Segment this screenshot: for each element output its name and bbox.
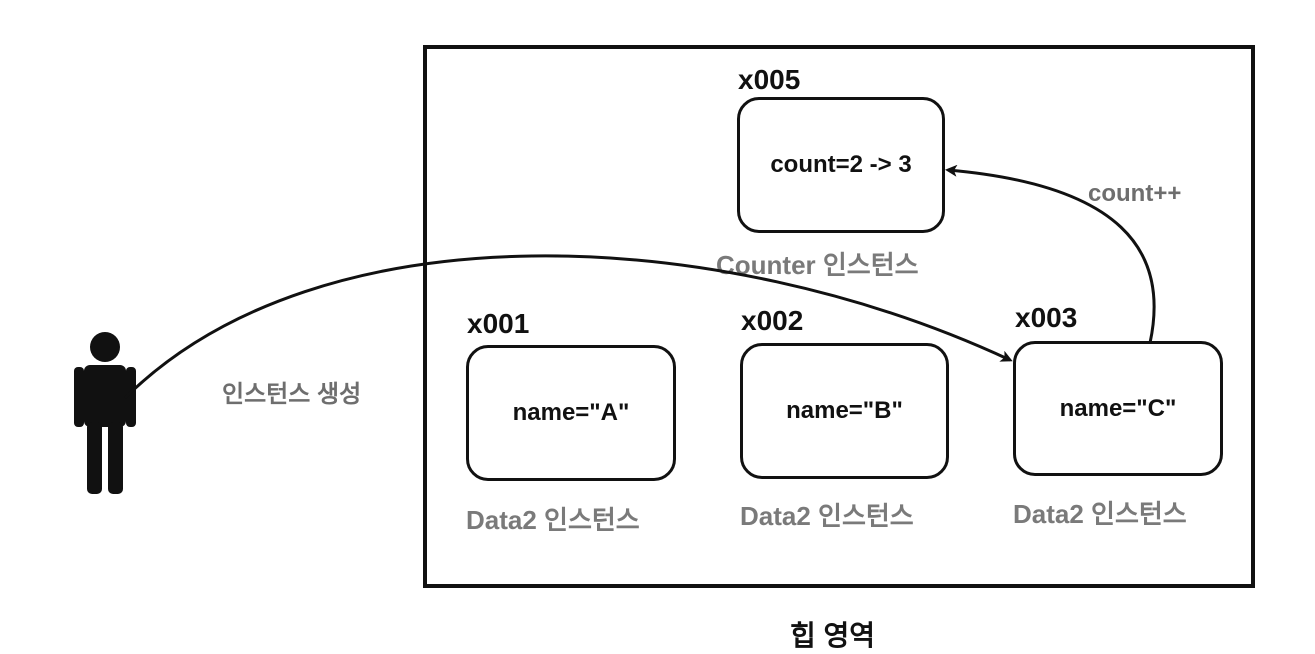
instance-box: name="B" — [740, 343, 949, 479]
counter-instance-box: count=2 -> 3 — [737, 97, 945, 233]
instance-caption: Data2 인스턴스 — [740, 501, 914, 531]
create-instance-label: 인스턴스 생성 — [222, 381, 362, 408]
counter-caption: Counter 인스턴스 — [716, 250, 919, 280]
instance-value: name="A" — [512, 399, 630, 426]
heap-label: 힙 영역 — [790, 620, 876, 651]
counter-address: x005 — [738, 64, 801, 95]
instance-address: x001 — [467, 308, 530, 339]
increment-label: count++ — [1088, 180, 1182, 207]
instance-box: name="A" — [466, 345, 676, 481]
instance-value: name="B" — [786, 397, 903, 424]
person-icon — [74, 332, 136, 494]
instance-caption: Data2 인스턴스 — [1013, 499, 1187, 529]
instance-address: x003 — [1015, 302, 1078, 333]
instance-value: name="C" — [1059, 394, 1177, 422]
instance-caption: Data2 인스턴스 — [466, 505, 640, 535]
instance-address: x002 — [741, 305, 804, 336]
counter-value: count=2 -> 3 — [770, 151, 912, 178]
instance-box: name="C" — [1013, 341, 1223, 476]
